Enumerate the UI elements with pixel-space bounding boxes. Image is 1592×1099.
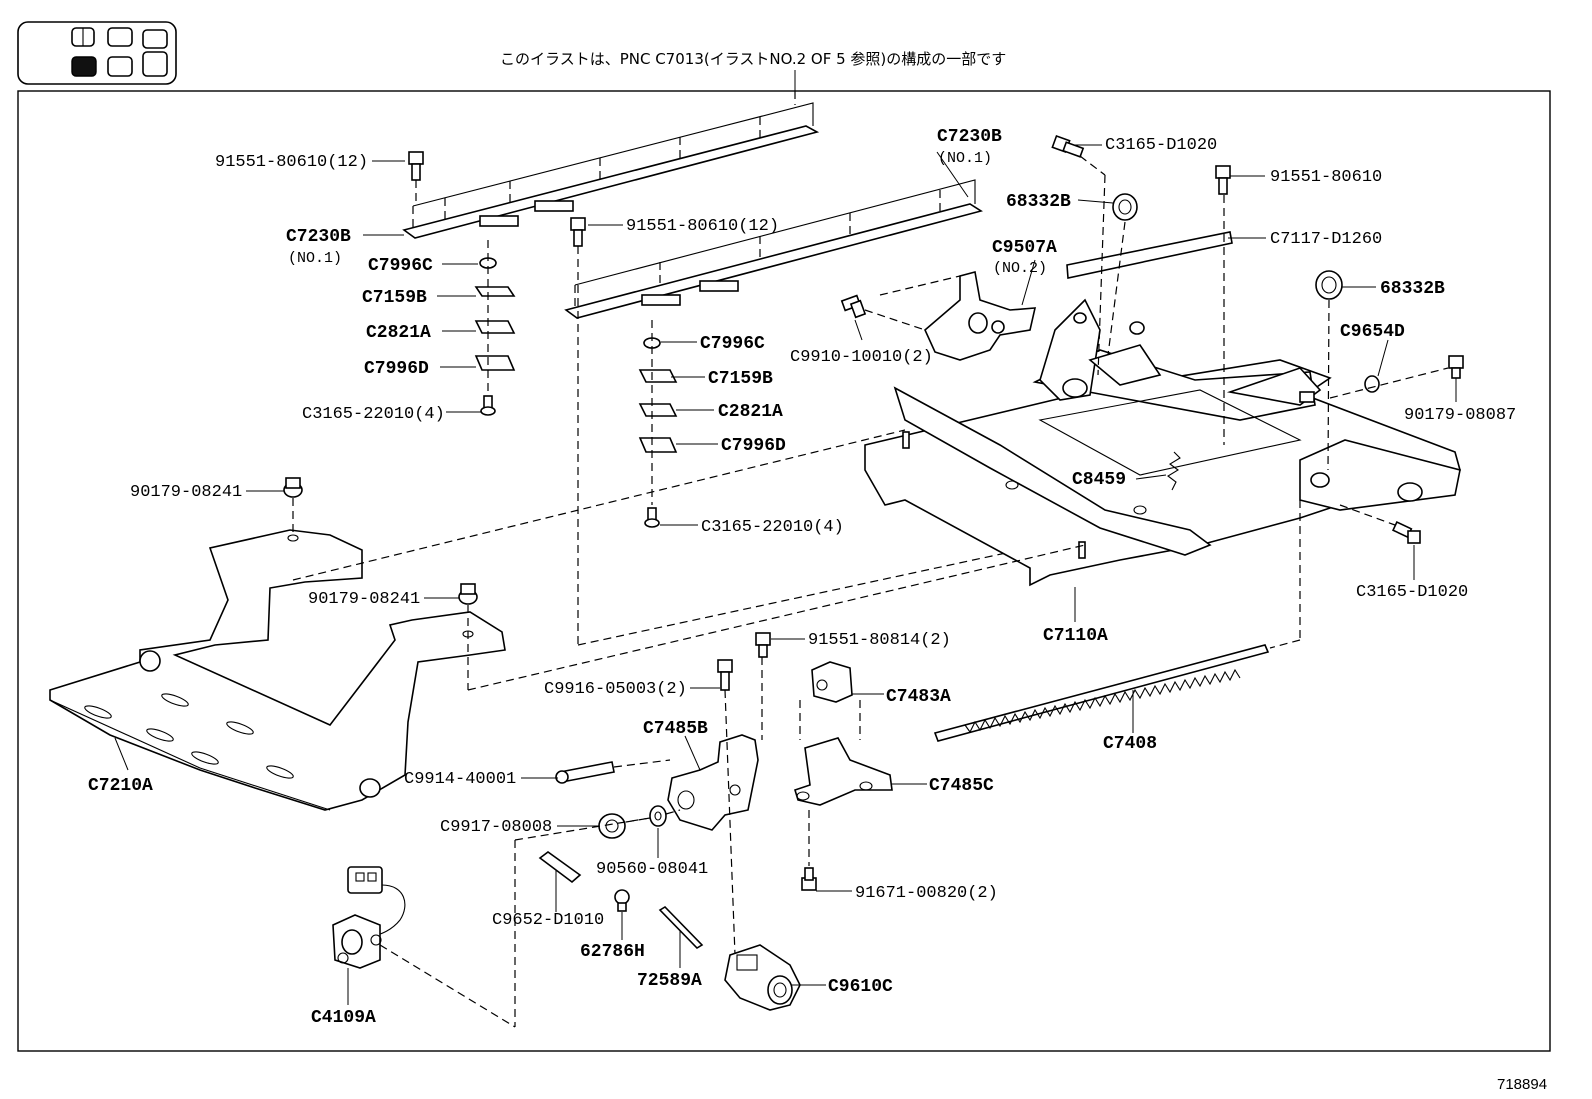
label-C7117-D1260[interactable]: C7117-D1260	[1270, 230, 1382, 249]
bracket-C7485B	[667, 632, 771, 956]
label-C9652-D1010[interactable]: C9652-D1010	[492, 911, 604, 930]
label-C3165-D1020-b[interactable]: C3165-D1020	[1356, 583, 1468, 602]
label-C3165-22010-b[interactable]: C3165-22010(4)	[701, 518, 844, 537]
clip-62786H	[614, 889, 630, 912]
label-90560-08041[interactable]: 90560-08041	[596, 860, 708, 879]
bolt-icons	[408, 151, 586, 645]
label-C7996D-b[interactable]: C7996D	[721, 436, 786, 456]
label-C3165-D1020-a[interactable]: C3165-D1020	[1105, 136, 1217, 155]
seat-locator-icon	[17, 21, 177, 85]
label-90179-08241-b[interactable]: 90179-08241	[308, 590, 420, 609]
header-note: このイラストは、PNC C7013(イラストNO.2 OF 5 参照)の構成の一…	[500, 50, 1006, 68]
bracket-C7485C	[794, 737, 893, 891]
label-C7159B-a[interactable]: C7159B	[362, 288, 427, 308]
upper-rail-center	[564, 179, 983, 319]
label-NO1-a: (NO.1)	[288, 250, 342, 267]
label-C7485B[interactable]: C7485B	[643, 719, 708, 739]
label-91551-80814[interactable]: 91551-80814(2)	[808, 631, 951, 650]
label-C7485C[interactable]: C7485C	[929, 776, 994, 796]
nut-C9917	[598, 805, 681, 839]
label-C9507A[interactable]: C9507A	[992, 238, 1057, 258]
label-C3165-22010-a[interactable]: C3165-22010(4)	[302, 405, 445, 424]
nut-C9654D	[1329, 355, 1464, 399]
label-68332B-b[interactable]: 68332B	[1380, 279, 1445, 299]
label-91671-00820[interactable]: 91671-00820(2)	[855, 884, 998, 903]
illustration-id: 718894	[1497, 1076, 1547, 1093]
label-C4109A[interactable]: C4109A	[311, 1008, 376, 1028]
label-C7110A[interactable]: C7110A	[1043, 626, 1108, 646]
left-pad-stack	[474, 240, 516, 416]
label-72589A[interactable]: 72589A	[637, 971, 702, 991]
motor-C9610C	[724, 944, 801, 1011]
bolt-C3165-D1020-bottom	[1339, 504, 1421, 544]
block-C7483A	[799, 661, 861, 740]
label-C2821A-a[interactable]: C2821A	[366, 323, 431, 343]
label-91551-80610-12-b[interactable]: 91551-80610(12)	[626, 217, 779, 236]
label-C7210A[interactable]: C7210A	[88, 776, 153, 796]
diagram-frame	[17, 90, 1551, 1052]
label-C7230B-b[interactable]: C7230B	[937, 127, 1002, 147]
label-91551-80610-12-a[interactable]: 91551-80610(12)	[215, 153, 368, 172]
label-C9917-08008[interactable]: C9917-08008	[440, 818, 552, 837]
base-frame-C7210A	[49, 429, 1086, 811]
label-C7996C-a[interactable]: C7996C	[368, 256, 433, 276]
label-C7159B-b[interactable]: C7159B	[708, 369, 773, 389]
shaft-72589A	[658, 905, 704, 950]
label-NO1-b: (NO.1)	[938, 150, 992, 167]
label-C7996C-b[interactable]: C7996C	[700, 334, 765, 354]
spring-C8459	[1167, 451, 1181, 491]
module-C4109A	[332, 866, 406, 969]
label-90179-08087[interactable]: 90179-08087	[1404, 406, 1516, 425]
label-C7408[interactable]: C7408	[1103, 734, 1157, 754]
label-C9610C[interactable]: C9610C	[828, 977, 893, 997]
label-C9916-05003[interactable]: C9916-05003(2)	[544, 680, 687, 699]
label-62786H[interactable]: 62786H	[580, 942, 645, 962]
label-C7996D-a[interactable]: C7996D	[364, 359, 429, 379]
center-pad-stack	[638, 320, 678, 528]
label-C9914-40001[interactable]: C9914-40001	[404, 770, 516, 789]
leader-lines	[114, 144, 1457, 1005]
upper-rail-left	[402, 102, 820, 239]
bolt-91551-80610-right	[1215, 165, 1231, 195]
bushing-68332B	[1107, 193, 1343, 471]
label-68332B-a[interactable]: 68332B	[1006, 192, 1071, 212]
strip-C7117	[1066, 195, 1233, 445]
label-C8459[interactable]: C8459	[1072, 470, 1126, 490]
label-90179-08241-a[interactable]: 90179-08241	[130, 483, 242, 502]
bracket-C9507A	[840, 271, 1037, 361]
label-C7230B-a[interactable]: C7230B	[286, 227, 351, 247]
label-C9910-10010[interactable]: C9910-10010(2)	[790, 348, 933, 367]
label-NO2: (NO.2)	[993, 260, 1047, 277]
label-C9654D[interactable]: C9654D	[1340, 322, 1405, 342]
label-C2821A-b[interactable]: C2821A	[718, 402, 783, 422]
pin-C9914-40001	[555, 759, 671, 784]
label-C7483A[interactable]: C7483A	[886, 687, 951, 707]
screw-drive-C7408	[933, 644, 1270, 742]
seat-frame-assembly	[864, 298, 1461, 587]
label-91551-80610[interactable]: 91551-80610	[1270, 168, 1382, 187]
sleeve-C9652	[538, 851, 582, 884]
